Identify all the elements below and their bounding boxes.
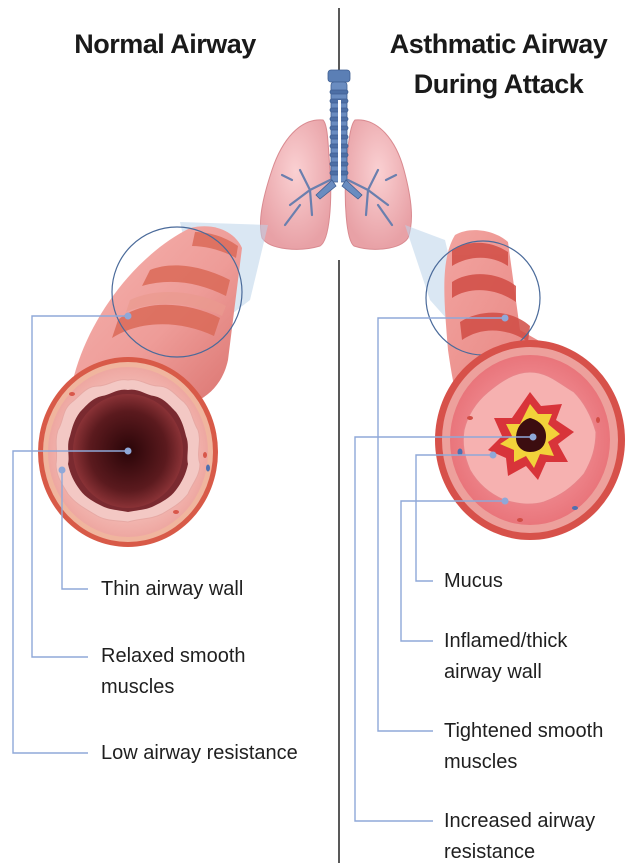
label-mucus: Mucus [444, 566, 503, 597]
normal-airway-tube [38, 226, 242, 547]
title-asthmatic-line2: During Attack [370, 64, 627, 104]
label-increased-airway-resistance: Increased airway resistance [444, 806, 595, 868]
title-normal-airway: Normal Airway [40, 24, 290, 64]
title-asthmatic-airway: Asthmatic Airway During Attack [370, 24, 627, 104]
label-low-airway-resistance: Low airway resistance [101, 738, 298, 769]
label-tightened-smooth-muscles: Tightened smooth muscles [444, 716, 603, 778]
label-thin-airway-wall: Thin airway wall [101, 574, 243, 605]
label-relaxed-smooth-muscles: Relaxed smooth muscles [101, 641, 246, 703]
label-inflamed-thick-airway-wall: Inflamed/thick airway wall [444, 626, 567, 688]
title-asthmatic-line1: Asthmatic Airway [370, 24, 627, 64]
asthmatic-airway-tube [426, 230, 625, 540]
